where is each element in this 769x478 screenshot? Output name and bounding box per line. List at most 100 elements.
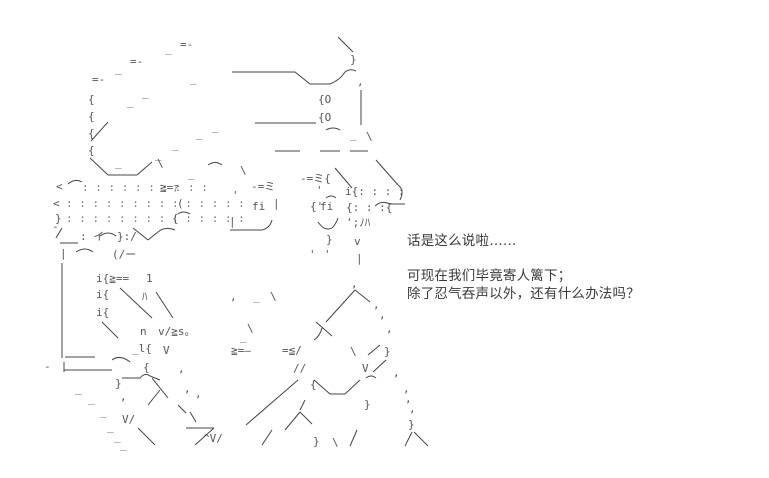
svg-text:=≦/: =≦/ bbox=[282, 344, 302, 357]
body-left: i{≧== 1 i{ ﾊ i{ n v/≧s。 _l{ V - { , } _ … bbox=[44, 263, 202, 451]
svg-text:}: } bbox=[115, 377, 122, 390]
svg-text:v: v bbox=[354, 235, 361, 248]
dialogue-line-1: 话是这么说啦…… bbox=[407, 233, 517, 249]
svg-text:i{: i{ bbox=[96, 306, 109, 319]
dialogue-line-2: 可现在我们毕竟寄人篱下； bbox=[407, 268, 572, 284]
svg-text://: // bbox=[293, 362, 306, 375]
svg-text:-=ミ: -=ミ bbox=[251, 180, 275, 193]
svg-text:\: \ bbox=[366, 130, 373, 143]
svg-text:-=ミ{: -=ミ{ bbox=[300, 172, 331, 185]
svg-text:}: } bbox=[350, 53, 357, 66]
svg-text:_: _ bbox=[165, 42, 172, 55]
svg-text:,: , bbox=[409, 402, 416, 415]
svg-text:≧=ｧ: ≧=ｧ bbox=[160, 181, 179, 194]
cap-shape: =- _ =- _ =- _ _ _ { { { { _ _ _ _ } , {… bbox=[88, 36, 373, 161]
eye-right: fi bbox=[320, 200, 333, 213]
svg-text:|: | bbox=[273, 197, 280, 210]
svg-text:1: 1 bbox=[146, 272, 153, 285]
svg-text:{': {' bbox=[310, 200, 323, 213]
svg-text:': ' bbox=[232, 189, 239, 202]
svg-text:,: , bbox=[230, 290, 237, 303]
svg-text:: : : : : : : : : :: : : : : : : : : : : bbox=[82, 181, 208, 194]
svg-text:}: } bbox=[384, 345, 391, 358]
svg-text:{O: {O bbox=[318, 111, 331, 124]
svg-text:{: { bbox=[88, 93, 95, 106]
svg-text:V: V bbox=[163, 344, 170, 357]
dialogue-gap bbox=[407, 250, 640, 267]
svg-text:_: _ bbox=[88, 392, 95, 405]
svg-text:,: , bbox=[195, 387, 202, 400]
svg-text:^V/: ^V/ bbox=[203, 432, 223, 445]
svg-text:}: } bbox=[55, 212, 62, 225]
svg-text:': ' bbox=[324, 248, 331, 261]
svg-text:(/ー: (/ー bbox=[112, 248, 136, 261]
svg-text:,: , bbox=[357, 75, 364, 88]
svg-text:}: } bbox=[326, 233, 333, 246]
svg-text:=-: =- bbox=[92, 73, 105, 86]
svg-text:\: \ bbox=[350, 345, 357, 358]
svg-text:\: \ bbox=[332, 436, 339, 449]
svg-text:\: \ bbox=[247, 322, 254, 335]
svg-text:ﾊ: ﾊ bbox=[142, 290, 148, 303]
svg-text:=-: =- bbox=[130, 55, 143, 68]
svg-text:_: _ bbox=[350, 128, 357, 141]
svg-text:}:/: }:/ bbox=[117, 230, 137, 243]
svg-text:,: , bbox=[405, 392, 412, 405]
svg-text:: : : : : : : : : : : : : :: : : : : : : : : : : : : : : bbox=[66, 197, 245, 210]
svg-text:|: | bbox=[356, 252, 363, 265]
svg-text:_: _ bbox=[127, 95, 134, 108]
svg-text:|: | bbox=[60, 247, 67, 260]
svg-text:: イ: : イ bbox=[80, 230, 104, 243]
svg-text:-: - bbox=[52, 220, 59, 233]
svg-text:_: _ bbox=[190, 72, 197, 85]
svg-text:|: | bbox=[229, 215, 236, 228]
svg-text:_: _ bbox=[196, 127, 203, 140]
svg-text:(: ( bbox=[177, 197, 184, 210]
svg-text:,: , bbox=[178, 362, 185, 375]
svg-text:,: , bbox=[386, 322, 393, 335]
svg-text:_: _ bbox=[142, 86, 149, 99]
svg-text:,: , bbox=[403, 382, 410, 395]
svg-text:: : : : : : : : : : : : : :: : : : : : : : : : : : : : : bbox=[66, 212, 245, 225]
svg-text:}: } bbox=[364, 398, 371, 411]
svg-text:v/≧s。: v/≧s。 bbox=[158, 325, 196, 338]
svg-text:\: \ bbox=[240, 164, 247, 177]
svg-text:,: , bbox=[184, 382, 191, 395]
faces: _ \ -=ミ ' fi | | -=ミ{ ' i{: : : : {' fi … bbox=[188, 159, 405, 265]
svg-text:,: , bbox=[393, 366, 400, 379]
svg-text:<: < bbox=[56, 180, 63, 193]
svg-text:V: V bbox=[362, 362, 369, 375]
svg-text:≧=—: ≧=— bbox=[231, 344, 251, 357]
svg-text:V/: V/ bbox=[122, 413, 135, 426]
svg-text:{: { bbox=[143, 361, 150, 374]
svg-text:i{: : : :: i{: : : : bbox=[345, 185, 405, 198]
svg-text:';ﾉﾊ: ';ﾉﾊ bbox=[346, 216, 371, 229]
svg-text:_: _ bbox=[212, 120, 219, 133]
svg-text:{: { bbox=[88, 127, 95, 140]
svg-text:\: \ bbox=[157, 157, 164, 170]
svg-text:}: } bbox=[313, 435, 320, 448]
svg-text:i{: i{ bbox=[96, 288, 109, 301]
svg-text:_: _ bbox=[107, 420, 114, 433]
svg-text:_: _ bbox=[120, 438, 127, 451]
svg-text:{: : :{: {: : :{ bbox=[346, 201, 392, 214]
svg-text:}: } bbox=[408, 418, 415, 431]
svg-text:_: _ bbox=[115, 62, 122, 75]
svg-text:_: _ bbox=[115, 156, 122, 169]
eye-left: fi bbox=[252, 200, 265, 213]
body-right: , _ \ , , , , \ _ ≧=— =≦/ \ } // V , { }… bbox=[186, 277, 429, 449]
svg-text:_: _ bbox=[75, 382, 82, 395]
svg-text:,: , bbox=[351, 277, 358, 290]
svg-text:{: { bbox=[172, 212, 179, 225]
svg-text:_: _ bbox=[100, 405, 107, 418]
svg-text:n: n bbox=[140, 325, 147, 338]
svg-text:{O: {O bbox=[318, 93, 331, 106]
svg-text:_: _ bbox=[240, 330, 247, 343]
svg-text:_: _ bbox=[172, 138, 179, 151]
dialogue-line-3: 除了忍气吞声以外，还有什么办法吗？ bbox=[407, 286, 640, 302]
svg-text:<: < bbox=[53, 197, 60, 210]
svg-text:_l{: _l{ bbox=[132, 342, 152, 355]
svg-text:_: _ bbox=[188, 167, 195, 180]
svg-text:,: , bbox=[120, 390, 127, 403]
